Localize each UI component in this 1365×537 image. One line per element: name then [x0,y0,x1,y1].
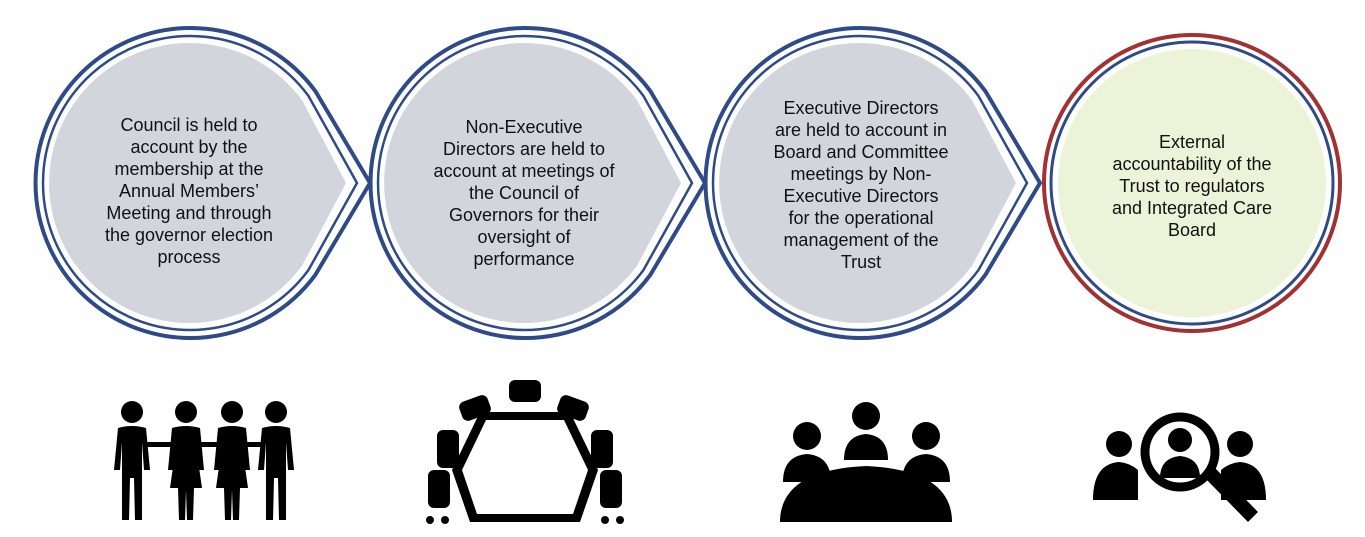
stage-4-text: External accountability of the Trust to … [1111,132,1273,240]
stage-1-node [33,26,373,340]
people-group-icon [114,401,294,520]
meeting-icon [780,402,952,522]
stage-1-text: Council is held to account by the member… [104,115,274,267]
magnifier-people-icon [1093,412,1266,522]
stage-3-node [703,26,1043,340]
boardroom-table-icon [426,380,624,524]
stage-3-text: Executive Directors are held to account … [773,98,949,272]
stage-2-node [368,26,708,340]
stage-2-text: Non-Executive Directors are held to acco… [433,117,615,269]
stage-4-node [1042,33,1342,333]
